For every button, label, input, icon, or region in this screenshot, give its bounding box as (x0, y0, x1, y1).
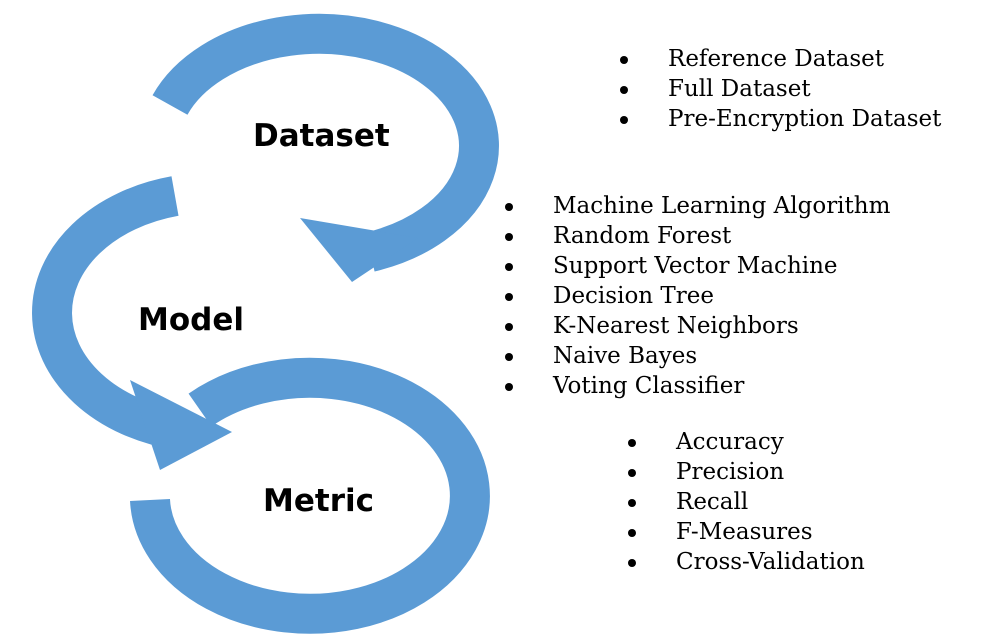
metric-ring-arc (130, 357, 490, 634)
bullet-icon (628, 499, 636, 507)
list-item-text: Voting Classifier (553, 373, 745, 399)
bullet-icon (628, 439, 636, 447)
list-item-text: F-Measures (676, 519, 813, 545)
bullet-icon (505, 383, 513, 391)
model-stage-label: Model (138, 302, 244, 338)
bullet-icon (628, 469, 636, 477)
bullet-icon (628, 559, 636, 567)
list-item-text: Full Dataset (668, 76, 811, 102)
list-item-text: K-Nearest Neighbors (553, 313, 799, 339)
arrowhead-to-model (300, 218, 418, 282)
list-item-text: Machine Learning Algorithm (553, 193, 891, 219)
list-item-text: Reference Dataset (668, 46, 885, 72)
list-item-text: Accuracy (676, 429, 784, 455)
dataset-ring-arc (152, 13, 499, 272)
bullet-icon (620, 116, 628, 124)
list-item-text: Support Vector Machine (553, 253, 838, 279)
list-item-text: Decision Tree (553, 283, 714, 309)
list-item-text: Pre-Encryption Dataset (668, 106, 942, 132)
metric-stage-label: Metric (263, 483, 374, 519)
list-item-text: Recall (676, 489, 749, 515)
bullet-icon (628, 529, 636, 537)
model-ring-arc (32, 176, 182, 450)
list-item-text: Random Forest (553, 223, 732, 249)
bullet-icon (620, 56, 628, 64)
bullet-icon (620, 86, 628, 94)
bullet-icon (505, 293, 513, 301)
bullet-icon (505, 323, 513, 331)
bullet-icon (505, 353, 513, 361)
bullet-icon (505, 233, 513, 241)
dataset-stage-label: Dataset (253, 118, 390, 154)
list-item-text: Cross-Validation (676, 549, 865, 575)
arrowhead-to-metric (130, 380, 232, 470)
list-item-text: Precision (676, 459, 785, 485)
bullet-icon (505, 263, 513, 271)
bullet-icon (505, 203, 513, 211)
list-item-text: Naive Bayes (553, 343, 698, 369)
